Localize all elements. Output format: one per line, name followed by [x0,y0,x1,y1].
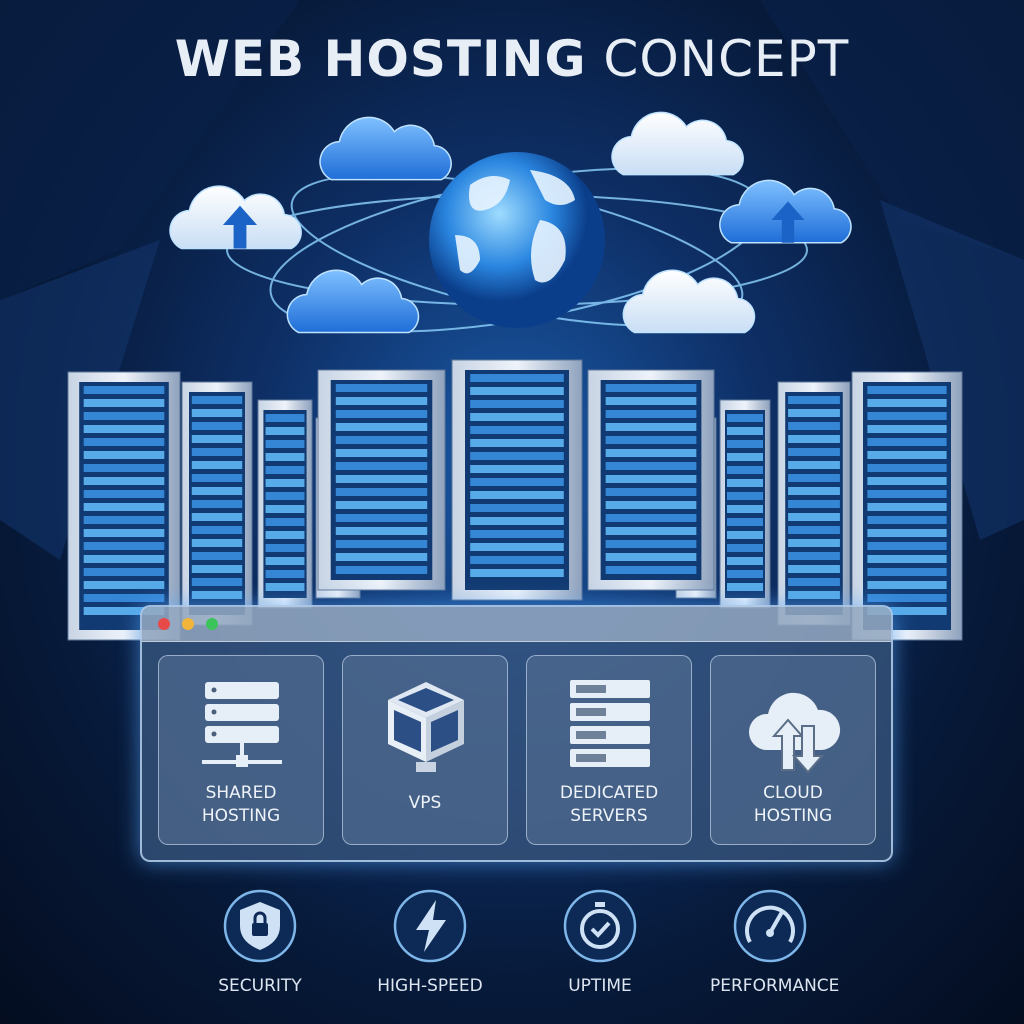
vps-box-icon [388,682,464,772]
server-rack [67,371,181,641]
card-vps[interactable]: VPS [342,655,508,845]
shield-lock-icon [223,889,297,963]
server-rack [181,381,253,626]
cloud-icon [622,269,756,334]
globe-icon [429,152,605,328]
server-rack [587,369,715,591]
server-rack [451,359,583,601]
close-dot[interactable] [158,618,170,630]
server-rack [719,399,771,609]
page-title: WEB HOSTING CONCEPT [174,30,850,88]
cloud-transfer-icon [748,692,841,774]
dedicated-server-icon [570,680,650,767]
window-titlebar [142,607,891,642]
minimize-dot[interactable] [182,618,194,630]
feature-performance: PERFORMANCE [710,888,839,996]
upload-arrow-icon [771,201,805,243]
cloud-icon [719,179,852,244]
server-rack [317,369,446,591]
cloud-icon [286,269,420,334]
server-rack [257,399,313,609]
speedometer-icon [733,889,807,963]
feature-uptime: UPTIME [540,888,660,996]
cloud-icon [319,116,452,181]
feature-security: SECURITY [200,888,320,996]
shared-server-icon [202,682,282,767]
lightning-icon [393,889,467,963]
upload-arrow-icon [222,205,258,249]
cloud-icon [169,185,302,250]
server-rack [777,381,851,626]
server-rack [851,371,963,641]
stopwatch-check-icon [563,889,637,963]
feature-high-speed: HIGH-SPEED [370,888,490,996]
maximize-dot[interactable] [206,618,218,630]
cloud-icon [611,111,744,176]
